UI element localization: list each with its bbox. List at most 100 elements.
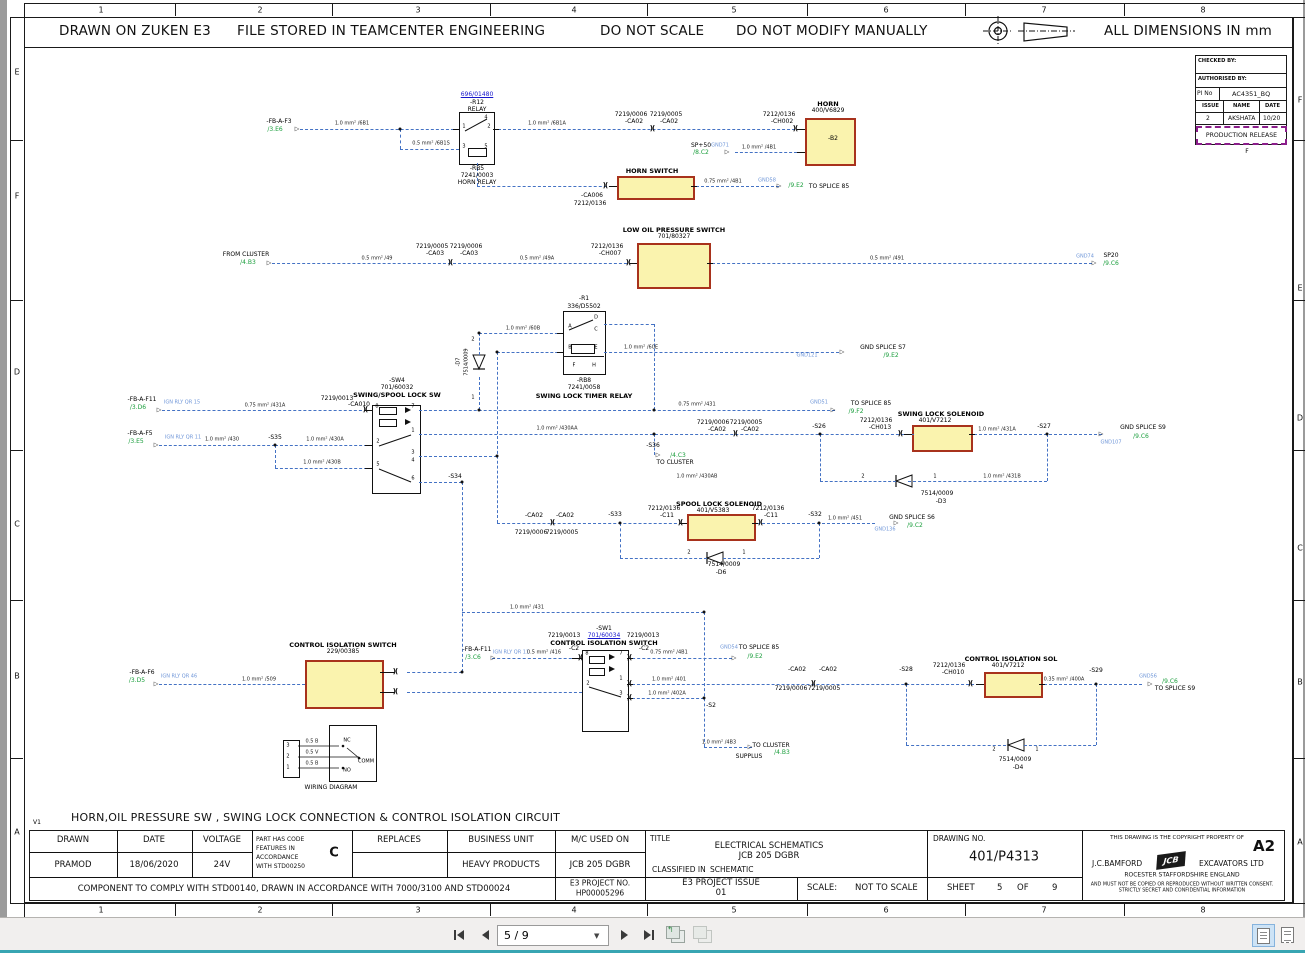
date-label: DATE [1265, 103, 1280, 109]
wire-segment [654, 434, 655, 455]
splice-arrow-icon: ▷ [266, 259, 272, 267]
wire-segment [479, 333, 563, 334]
part-number-link[interactable]: 696/01480 [460, 91, 494, 98]
wire-segment [707, 263, 1092, 264]
wire-segment [735, 152, 797, 153]
schematic-label: -D6 [715, 569, 727, 576]
schematic-label: 6 [411, 475, 415, 482]
first-page-button[interactable] [448, 925, 470, 945]
last-page-button[interactable] [638, 925, 660, 945]
copyright-line3: AND MUST NOT BE COPIED OR REPRODUCED WIT… [1090, 882, 1274, 888]
schematic-label: 5 [376, 461, 380, 468]
junction-dot [477, 331, 481, 335]
projection-symbol-icon [983, 16, 1075, 46]
schematic-label: -S32 [808, 511, 822, 518]
splice-arrow-icon: ▷ [724, 148, 730, 156]
part-code-note: PART HAS CODE [256, 836, 305, 843]
grid-column-label: 6 [883, 5, 889, 15]
schematic-label: -SW4 [389, 377, 405, 384]
previous-page-button[interactable] [474, 925, 496, 945]
schematic-label: HORN RELAY [457, 179, 497, 186]
splice-arrow-icon: ▷ [1098, 430, 1104, 438]
schematic-label: CONTROL ISOLATION SOL [964, 654, 1058, 663]
copyright-line4: STRICTLY SECRET AND CONFIDENTIAL INFORMA… [1118, 888, 1246, 894]
grid-tick [10, 300, 23, 301]
splice-arrow-icon: ▷ [839, 348, 845, 356]
schematic-label: GND58 [758, 177, 776, 184]
schematic-label: /3.D6 [129, 404, 147, 411]
splice-arrow-icon: ▷ [731, 654, 737, 662]
previous-view-button[interactable]: ↰ [666, 926, 686, 943]
junction-dot [904, 682, 908, 686]
next-view-button[interactable] [693, 926, 713, 943]
part-number-link[interactable]: 701/60034 [587, 632, 621, 639]
grid-tick [10, 140, 23, 141]
wire-segment [604, 352, 839, 353]
sheet-caption: HORN,OIL PRESSURE SW , SWING LOCK CONNEC… [71, 811, 561, 824]
page-number-input[interactable] [498, 928, 592, 943]
grid-column-label: 4 [571, 905, 577, 915]
connector-icon: )( [732, 429, 739, 438]
grid-tick [807, 903, 808, 916]
schematic-label: 0.75 mm² /4B1 [650, 649, 688, 656]
wire-segment [1047, 434, 1048, 481]
schematic-label: -FB-A-F3 [266, 118, 292, 125]
pin-stub [752, 523, 758, 525]
wire-segment [620, 523, 621, 558]
schematic-label: 0.75 mm² /431A [244, 402, 286, 409]
project-no-label: E3 PROJECT NO. [569, 878, 631, 888]
schematic-label: 701/60032 [380, 384, 414, 391]
schematic-label: /9.F2 [848, 408, 864, 415]
business-unit-value: HEAVY PRODUCTS [462, 860, 540, 870]
pi-no-value: AC4351_BQ [1232, 90, 1271, 98]
schematic-label: 7212/0136 [932, 662, 966, 669]
wire-segment [462, 482, 463, 672]
wire-segment [620, 558, 707, 559]
pin-stub [904, 434, 912, 436]
page-number-box[interactable]: ▼ [497, 925, 609, 946]
splice-arrow-icon: ▷ [153, 680, 159, 688]
control-isolation-switch-component [305, 660, 384, 709]
schematic-label: -CA02 [555, 512, 575, 519]
part-code-note-3: ACCORDANCE [256, 854, 299, 861]
schematic-label: SWING LOCK TIMER RELAY [535, 391, 633, 400]
schematic-label: -S28 [899, 666, 913, 673]
part-code-note-2: FEATURES IN [256, 845, 295, 852]
pin-stub [380, 672, 395, 674]
schematic-label: -D4 [1012, 764, 1024, 771]
wire-segment [477, 186, 617, 187]
schematic-label: 401/V7212 [918, 417, 952, 424]
splice-arrow-icon: ▷ [893, 519, 899, 527]
schematic-label: 0.5 mm² /491 [869, 255, 905, 262]
schematic-label: SPOOL LOCK SOLENOID [676, 499, 762, 508]
wire-segment [704, 747, 752, 748]
schematic-label: 1.0 mm² /60B [505, 325, 541, 332]
voltage-value: 24V [213, 860, 231, 870]
schematic-label: 1.0 mm² /430 [204, 436, 240, 443]
schematic-label: -CA02 [818, 666, 838, 673]
schematic-label: 7219/0005 [545, 529, 579, 536]
grid-column-label: 1 [98, 905, 104, 915]
schematic-label: 7 [619, 650, 623, 657]
schematic-label: 7212/0136 [590, 243, 624, 250]
wire-segment [819, 523, 820, 558]
schematic-label: /3.C6 [465, 654, 481, 661]
schematic-label: 7219/0013 [320, 395, 354, 402]
pi-no-label: PI No [1197, 90, 1213, 97]
pin-stub [365, 468, 372, 470]
single-page-view-button[interactable] [1252, 924, 1275, 947]
schematic-label: -CA02 [740, 426, 760, 433]
schematic-label: 7219/0013 [626, 632, 660, 639]
spool-lock-solenoid-component [687, 514, 756, 541]
wire-segment [497, 352, 498, 523]
voltage-label: VOLTAGE [202, 835, 242, 845]
page-dropdown-caret-icon[interactable]: ▼ [594, 931, 600, 940]
continuous-view-button[interactable] [1277, 924, 1298, 945]
schematic-label: GND SPLICE S6 [889, 514, 935, 521]
next-page-button[interactable] [613, 925, 635, 945]
company-line2: ROCESTER STAFFORDSHIRE ENGLAND [1124, 871, 1240, 879]
schematic-label: -CA010 [348, 401, 370, 408]
grid-column-label: 8 [1200, 5, 1206, 15]
junction-dot [618, 521, 622, 525]
connector-icon: )( [792, 124, 799, 133]
